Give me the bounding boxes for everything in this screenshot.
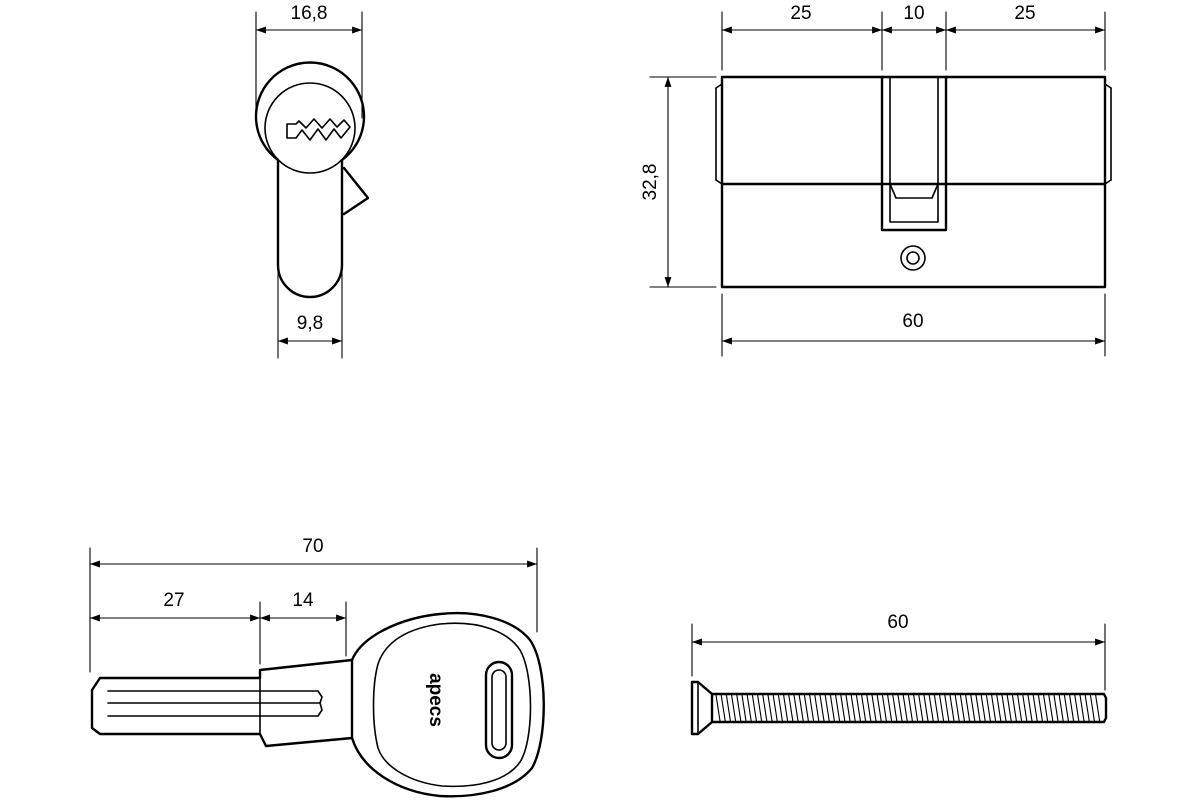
thread-line (1095, 694, 1101, 722)
thread-line (1089, 694, 1095, 722)
thread-line (1063, 694, 1069, 722)
dim-key-blade: 27 (163, 590, 184, 611)
thread-line (751, 694, 757, 722)
thread-line (731, 694, 737, 722)
thread-line (996, 694, 1002, 722)
thread-line (1074, 694, 1080, 722)
thread-line (949, 694, 955, 722)
thread-line (907, 694, 913, 722)
thread-line (746, 694, 752, 722)
thread-line (928, 694, 934, 722)
thread-line (819, 694, 825, 722)
thread-line (1069, 694, 1075, 722)
thread-line (944, 694, 950, 722)
thread-line (918, 694, 924, 722)
key-drawing (90, 611, 545, 798)
thread-line (783, 694, 789, 722)
thread-line (991, 694, 997, 722)
thread-line (1027, 694, 1033, 722)
thread-line (939, 694, 945, 722)
screw-dimension-lines (691, 623, 1106, 691)
dim-front-bottom: 9,8 (297, 313, 323, 334)
thread-line (1053, 694, 1059, 722)
thread-line (1011, 694, 1017, 722)
thread-line (757, 694, 763, 722)
key-dimension-lines (89, 547, 538, 673)
thread-line (959, 694, 965, 722)
thread-line (1006, 694, 1012, 722)
thread-line (913, 694, 919, 722)
thread-line (887, 694, 893, 722)
dim-side-right: 25 (1014, 3, 1035, 24)
thread-line (809, 694, 815, 722)
dim-screw-length: 60 (887, 612, 908, 633)
thread-line (933, 694, 939, 722)
thread-line (1058, 694, 1064, 722)
thread-line (1037, 694, 1043, 722)
thread-line (762, 694, 768, 722)
dim-front-width: 16,8 (291, 3, 328, 24)
thread-line (980, 694, 986, 722)
thread-line (772, 694, 778, 722)
thread-line (736, 694, 742, 722)
thread-line (923, 694, 929, 722)
thread-line (829, 694, 835, 722)
dim-side-length: 60 (902, 311, 923, 332)
cylinder-front-view (254, 61, 370, 299)
cylinder-side-view (715, 75, 1112, 289)
thread-line (741, 694, 747, 722)
thread-line (803, 694, 809, 722)
thread-line (1043, 694, 1049, 722)
thread-line (892, 694, 898, 722)
dim-side-left: 25 (790, 3, 811, 24)
thread-line (835, 694, 841, 722)
thread-line (1048, 694, 1054, 722)
thread-line (1079, 694, 1085, 722)
thread-line (850, 694, 856, 722)
key-brand-logo: apecs (425, 673, 446, 727)
thread-line (824, 694, 830, 722)
dim-key-shoulder: 14 (292, 590, 314, 611)
thread-line (876, 694, 882, 722)
thread-line (1032, 694, 1038, 722)
thread-line (767, 694, 773, 722)
thread-line (861, 694, 867, 722)
side-dimension-lines (649, 11, 1106, 357)
thread-line (715, 694, 721, 722)
thread-line (720, 694, 726, 722)
screw-threads (715, 694, 1101, 722)
thread-line (954, 694, 960, 722)
thread-line (871, 694, 877, 722)
thread-line (814, 694, 820, 722)
thread-line (788, 694, 794, 722)
dim-key-total: 70 (302, 536, 323, 557)
thread-line (970, 694, 976, 722)
thread-line (798, 694, 804, 722)
thread-line (840, 694, 846, 722)
thread-line (881, 694, 887, 722)
thread-line (1084, 694, 1090, 722)
thread-line (793, 694, 799, 722)
thread-line (1022, 694, 1028, 722)
thread-line (897, 694, 903, 722)
thread-line (855, 694, 861, 722)
thread-line (902, 694, 908, 722)
thread-line (975, 694, 981, 722)
thread-line (985, 694, 991, 722)
thread-line (777, 694, 783, 722)
screw-drawing (690, 680, 1108, 736)
dim-side-middle: 10 (903, 3, 924, 24)
front-dimension-lines (255, 11, 363, 359)
thread-line (1017, 694, 1023, 722)
thread-line (965, 694, 971, 722)
thread-line (725, 694, 731, 722)
thread-line (845, 694, 851, 722)
thread-line (1001, 694, 1007, 722)
dim-side-height: 32,8 (640, 164, 661, 201)
thread-line (866, 694, 872, 722)
